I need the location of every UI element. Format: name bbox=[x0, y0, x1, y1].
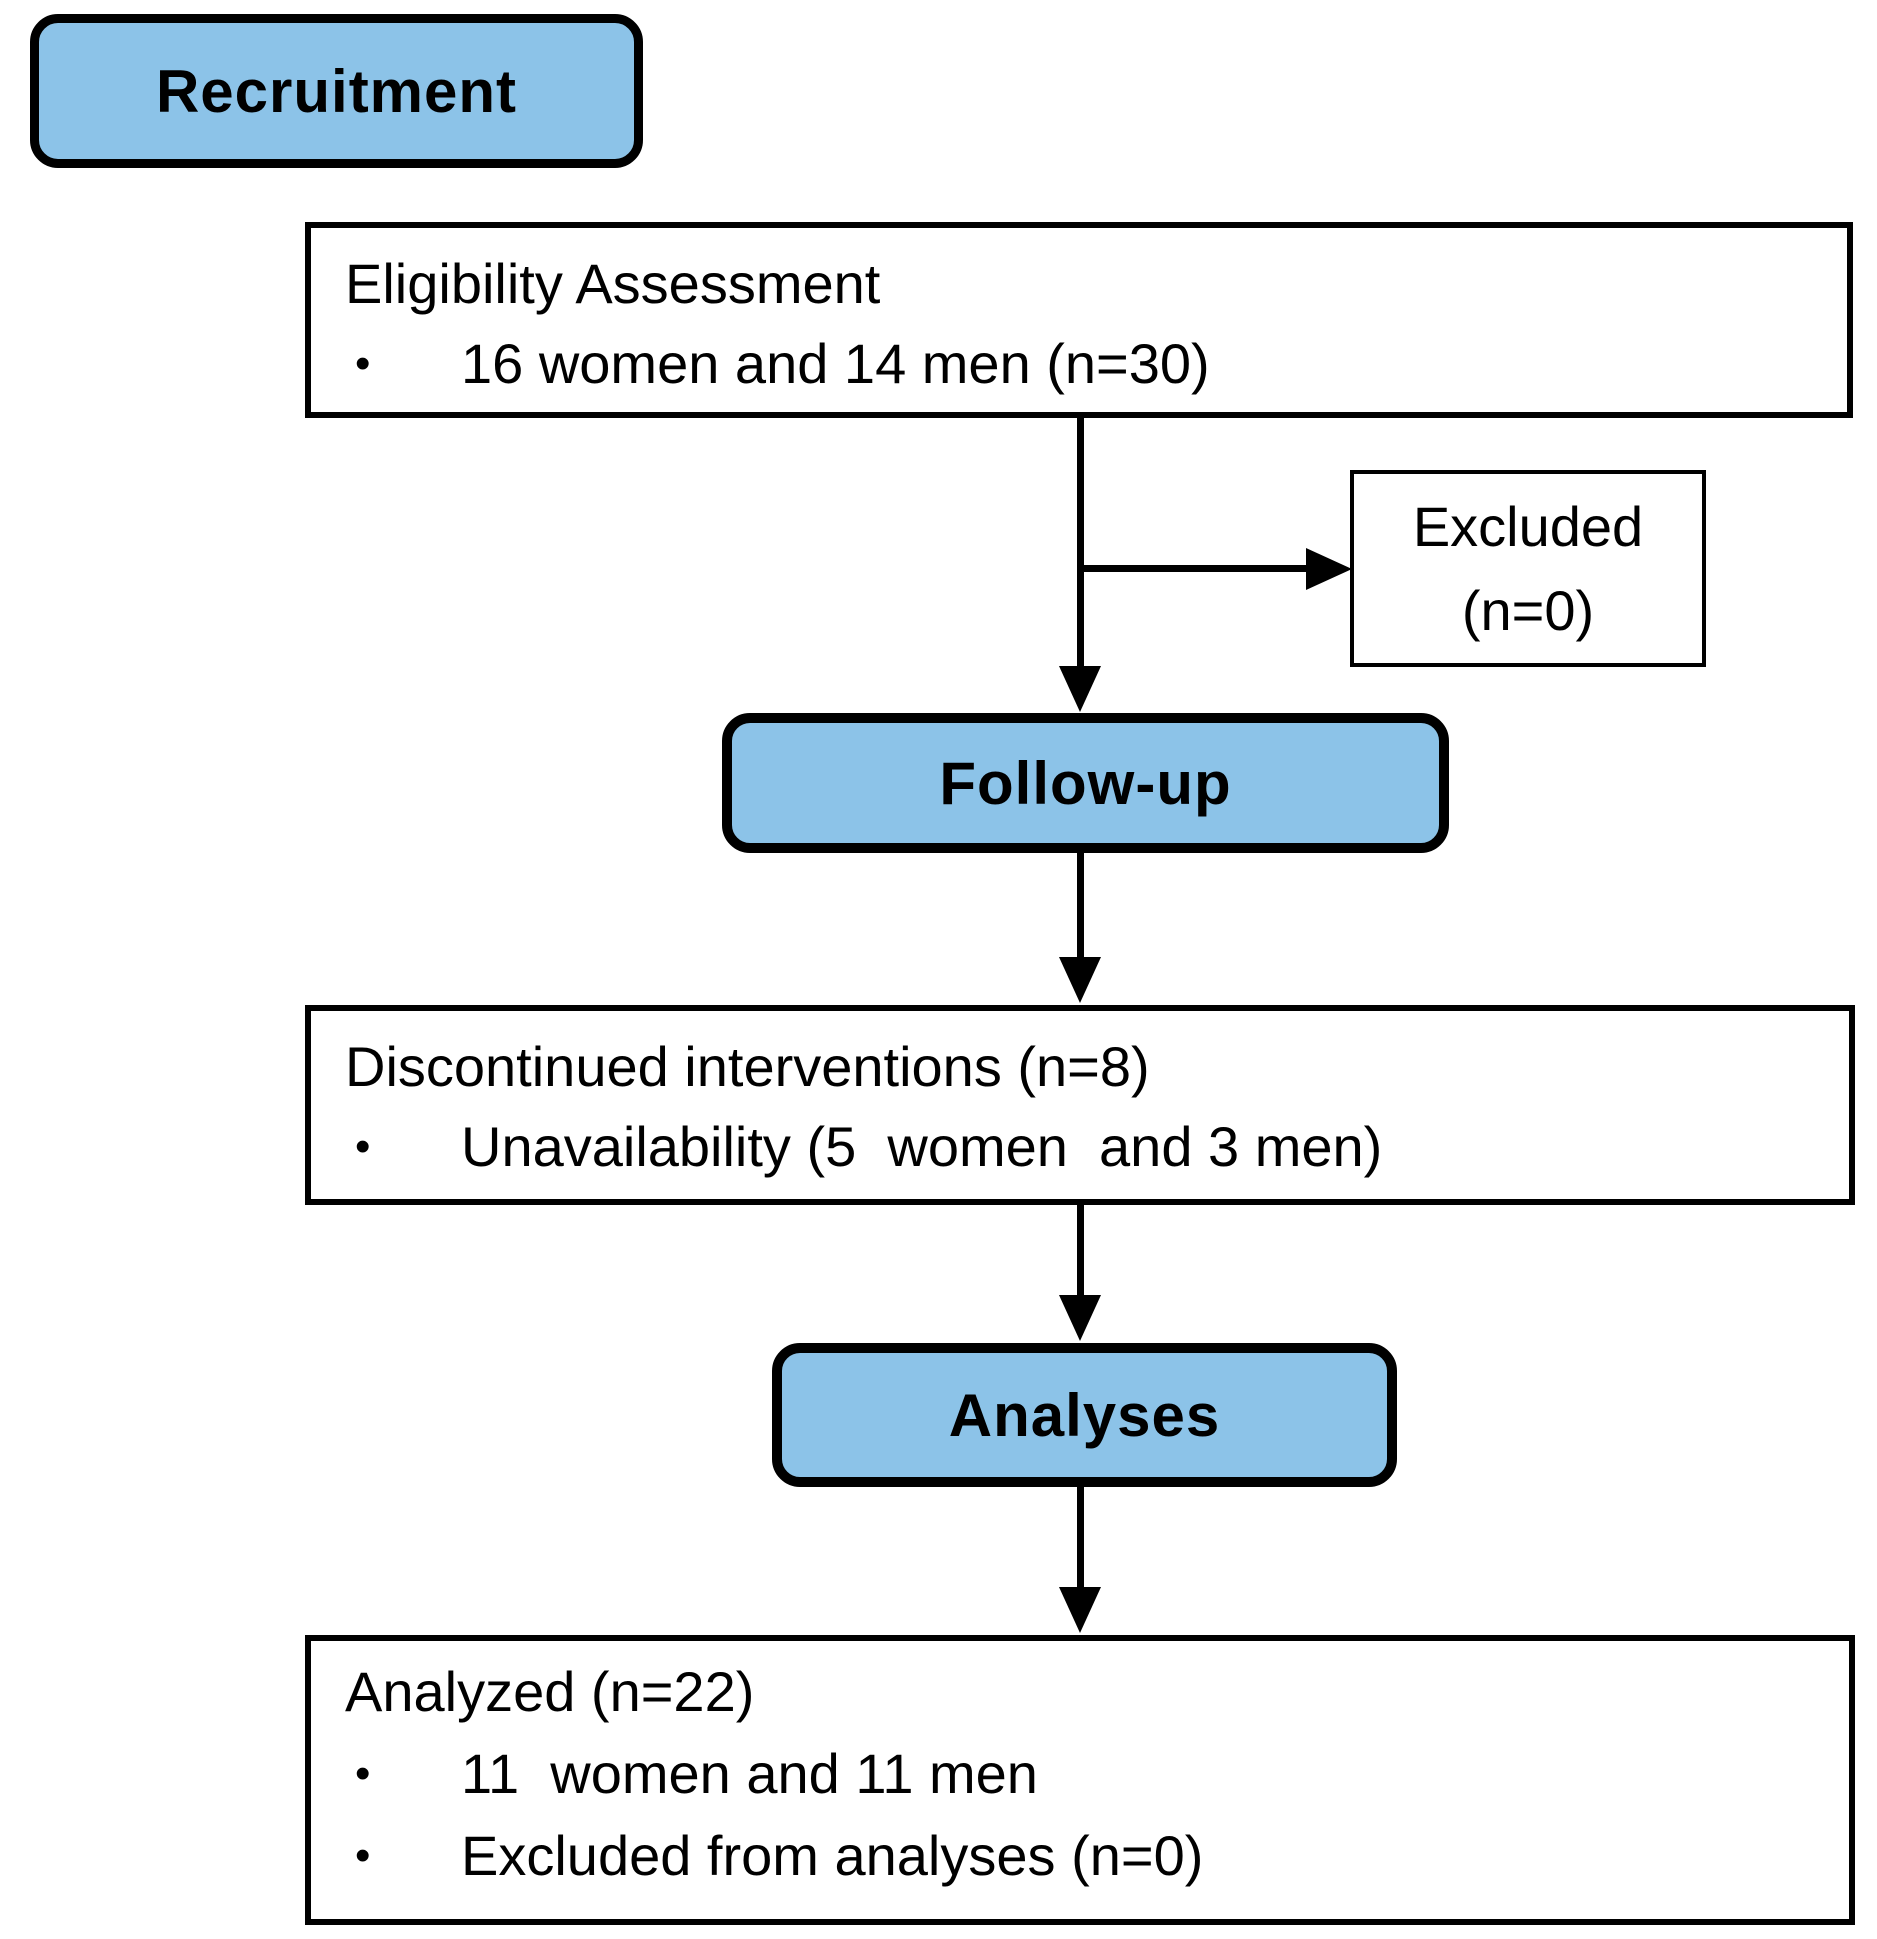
bullet-dot-icon: • bbox=[355, 1831, 371, 1880]
eligibility-bullet-text: 16 women and 14 men (n=30) bbox=[461, 332, 1210, 395]
followup-stage-box: Follow-up bbox=[722, 713, 1449, 853]
analyzed-box: Analyzed (n=22) • 11 women and 11 men • … bbox=[305, 1635, 1855, 1925]
connector-branch-to-excluded bbox=[1077, 565, 1312, 572]
connector-eligibility-to-followup bbox=[1077, 418, 1084, 670]
discontinued-bullet-row: • Unavailability (5 women and 3 men) bbox=[345, 1107, 1829, 1187]
bullet-dot-icon: • bbox=[355, 339, 371, 388]
discontinued-title: Discontinued interventions (n=8) bbox=[345, 1035, 1150, 1098]
discontinued-interventions-box: Discontinued interventions (n=8) • Unava… bbox=[305, 1005, 1855, 1205]
arrowhead-down-icon bbox=[1059, 1587, 1101, 1633]
eligibility-title: Eligibility Assessment bbox=[345, 252, 881, 315]
excluded-box: Excluded (n=0) bbox=[1350, 470, 1706, 667]
recruitment-stage-box: Recruitment bbox=[30, 14, 643, 168]
connector-discontinued-to-analyses bbox=[1077, 1205, 1084, 1299]
bullet-dot-icon: • bbox=[355, 1122, 371, 1171]
analyzed-bullet-row-2: • Excluded from analyses (n=0) bbox=[345, 1815, 1829, 1897]
excluded-line1: Excluded bbox=[1412, 494, 1644, 558]
followup-stage-label: Follow-up bbox=[939, 749, 1232, 817]
analyzed-bullet-row-1: • 11 women and 11 men bbox=[345, 1733, 1829, 1815]
excluded-line2: (n=0) bbox=[1461, 578, 1595, 642]
arrowhead-right-icon bbox=[1306, 548, 1352, 590]
recruitment-stage-label: Recruitment bbox=[155, 57, 518, 125]
arrowhead-down-icon bbox=[1059, 1295, 1101, 1341]
analyzed-bullet-text-2: Excluded from analyses (n=0) bbox=[461, 1824, 1204, 1887]
discontinued-bullet-text: Unavailability (5 women and 3 men) bbox=[461, 1115, 1383, 1178]
analyses-stage-label: Analyses bbox=[948, 1381, 1221, 1449]
analyses-stage-box: Analyses bbox=[772, 1343, 1397, 1487]
eligibility-assessment-box: Eligibility Assessment • 16 women and 14… bbox=[305, 222, 1853, 418]
connector-followup-to-discontinued bbox=[1077, 853, 1084, 961]
analyzed-bullet-text-1: 11 women and 11 men bbox=[461, 1742, 1038, 1805]
analyzed-title: Analyzed (n=22) bbox=[345, 1660, 755, 1723]
bullet-dot-icon: • bbox=[355, 1749, 371, 1798]
eligibility-bullet-row: • 16 women and 14 men (n=30) bbox=[345, 324, 1827, 404]
connector-analyses-to-analyzed bbox=[1077, 1487, 1084, 1591]
arrowhead-down-icon bbox=[1059, 957, 1101, 1003]
arrowhead-down-icon bbox=[1059, 666, 1101, 712]
